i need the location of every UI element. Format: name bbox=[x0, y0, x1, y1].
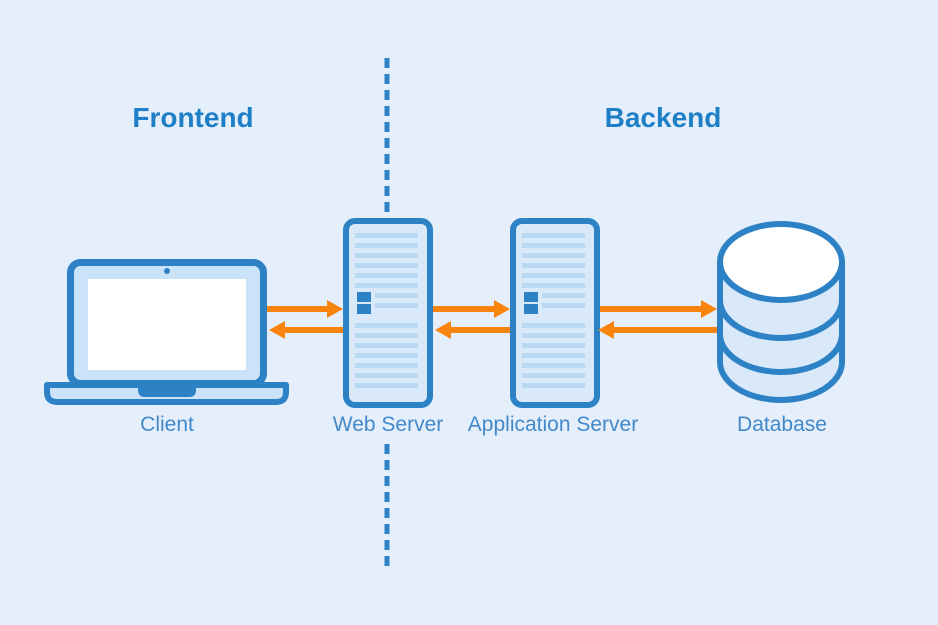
section-title-frontend: Frontend bbox=[132, 102, 254, 133]
node-label-web-server: Web Server bbox=[332, 413, 444, 436]
database-divider-arc bbox=[717, 299, 845, 341]
node-application-server bbox=[513, 221, 597, 405]
camera-dot-icon bbox=[164, 268, 170, 274]
laptop-notch bbox=[138, 385, 196, 397]
laptop-icon bbox=[44, 259, 289, 405]
arrow-right-client-to-web bbox=[267, 300, 343, 318]
arrow-right-web-to-app bbox=[433, 300, 510, 318]
arrow-left-app-to-web bbox=[435, 321, 510, 339]
arrow-left-database-to-app bbox=[598, 321, 717, 339]
laptop-display bbox=[88, 279, 246, 370]
database-divider-arc bbox=[717, 333, 845, 375]
arrow-right-app-to-database bbox=[600, 300, 717, 318]
server-icon bbox=[346, 221, 430, 405]
node-label-application-server: Application Server bbox=[467, 413, 639, 436]
database-top bbox=[717, 221, 845, 303]
section-title-backend: Backend bbox=[604, 102, 722, 133]
node-web-server bbox=[346, 221, 430, 405]
connection-arrows bbox=[267, 300, 717, 339]
node-label-database: Database bbox=[737, 413, 827, 436]
node-label-client: Client bbox=[140, 413, 194, 436]
server-icon bbox=[513, 221, 597, 405]
database-icon bbox=[717, 221, 845, 403]
arrow-left-web-to-client bbox=[269, 321, 343, 339]
